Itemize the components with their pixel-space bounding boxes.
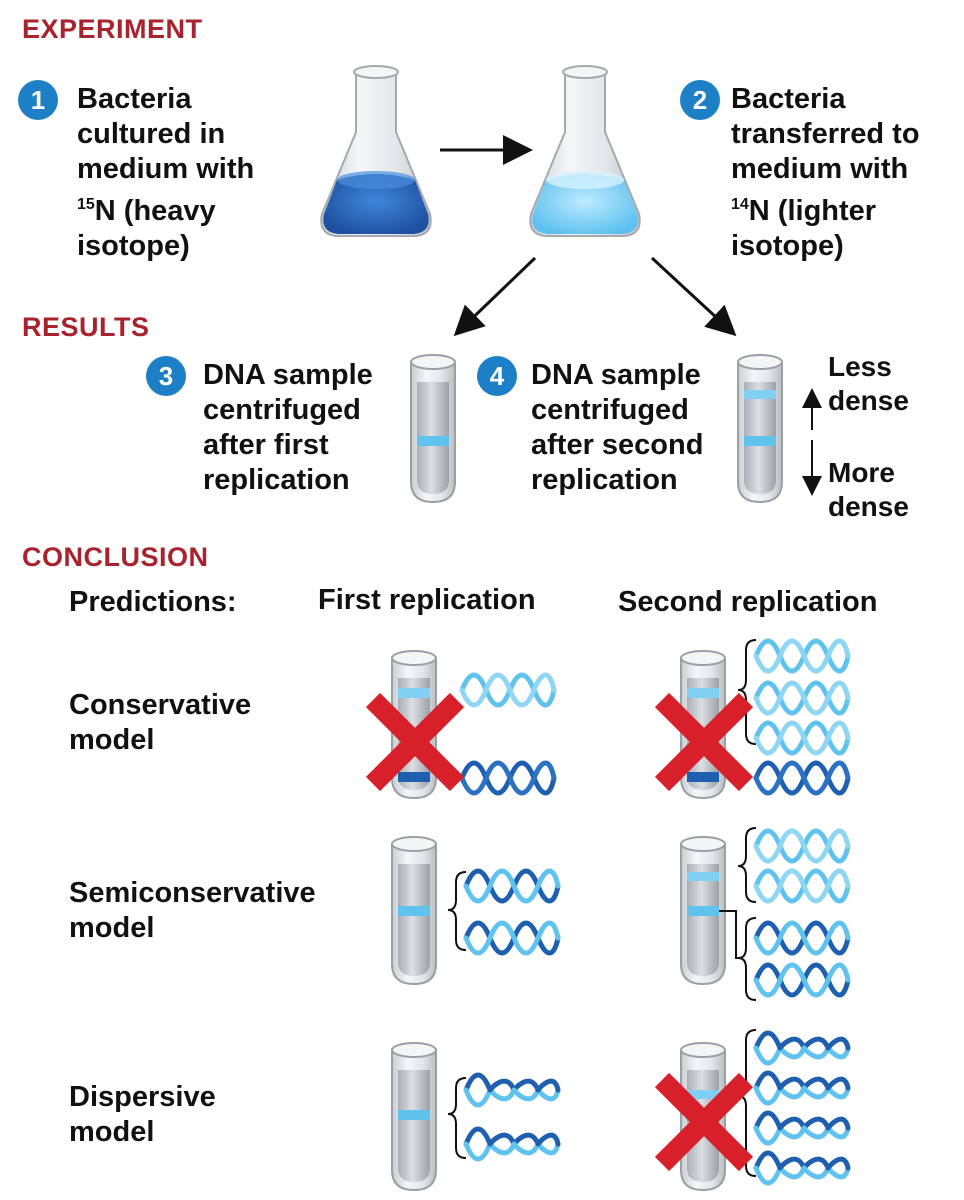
semiconservative-second-band-link	[719, 910, 738, 959]
step-1-line: medium with	[77, 153, 255, 185]
step-1-isotope-text: N (heavy	[94, 195, 216, 227]
conservative-first-heavy-dna	[462, 763, 554, 793]
semiconservative-first-brace	[447, 871, 467, 951]
flask-light-medium	[529, 65, 641, 237]
semiconservative-second-light-dna-1	[756, 831, 848, 861]
more-dense-label: More dense	[828, 456, 909, 524]
dispersive-first-brace	[447, 1077, 467, 1159]
step-4-badge: 4	[477, 356, 517, 396]
step-1-line: isotope)	[77, 230, 190, 262]
step-4-line: after second	[531, 429, 704, 461]
step-1-isotope-mass: 15	[77, 196, 95, 213]
semiconservative-second-light-dna-2	[756, 871, 848, 901]
semiconservative-first-tube	[391, 836, 437, 985]
step-2-badge: 2	[680, 80, 720, 120]
experiment-heading: EXPERIMENT	[22, 14, 203, 44]
arrow-to-first-result	[453, 256, 537, 337]
step-1-text: Bacteria cultured in medium with 15N (he…	[77, 82, 254, 264]
step-3-line: replication	[203, 464, 350, 496]
less-dense-label: Less dense	[828, 350, 909, 418]
step-4-line: centrifuged	[531, 394, 689, 426]
model-label-line: Semiconservative	[69, 877, 316, 909]
step-3-badge: 3	[146, 356, 186, 396]
semiconservative-first-dna-1	[466, 871, 558, 901]
predictions-label: Predictions:	[69, 586, 237, 618]
dispersive-model-label: Dispersive model	[69, 1080, 216, 1150]
step-4-line: DNA sample	[531, 359, 701, 391]
conservative-second-light-dna-3	[756, 723, 848, 753]
conservative-model-label: Conservative model	[69, 688, 251, 758]
dispersive-second-dna-2	[756, 1073, 848, 1103]
step-2-line: transferred to	[731, 118, 920, 150]
semiconservative-second-brace-bottom	[737, 917, 757, 1001]
dispersive-first-dna-1	[466, 1075, 558, 1105]
step-2-text: Bacteria transferred to medium with 14N …	[731, 82, 920, 264]
step-2-isotope-line: 14N (lighter	[731, 187, 920, 229]
dispersive-second-dna-1	[756, 1033, 848, 1063]
density-label-line: dense	[828, 491, 909, 522]
step-2-isotope-mass: 14	[731, 196, 749, 213]
step-1-line: cultured in	[77, 118, 226, 150]
density-label-line: dense	[828, 385, 909, 416]
result-tube-second	[737, 354, 783, 503]
model-label-line: Dispersive	[69, 1081, 216, 1113]
semiconservative-second-tube	[680, 836, 726, 985]
step-3-line: centrifuged	[203, 394, 361, 426]
conservative-second-tube	[680, 650, 726, 799]
step-1-badge: 1	[18, 80, 58, 120]
semiconservative-second-hybrid-dna-1	[756, 923, 848, 953]
step-3-line: DNA sample	[203, 359, 373, 391]
arrow-to-second-result	[650, 256, 737, 337]
dispersive-first-dna-2	[466, 1129, 558, 1159]
conservative-second-brace	[737, 639, 757, 745]
semiconservative-second-brace-top	[737, 827, 757, 903]
conservative-second-light-dna-1	[756, 641, 848, 671]
step-2-isotope-text: N (lighter	[748, 195, 877, 227]
step-2-line: medium with	[731, 153, 909, 185]
dispersive-second-dna-3	[756, 1113, 848, 1143]
semiconservative-first-dna-2	[466, 923, 558, 953]
conservative-second-heavy-dna	[756, 763, 848, 793]
step-3-line: after first	[203, 429, 329, 461]
conclusion-heading: CONCLUSION	[22, 542, 209, 572]
conservative-first-tube	[391, 650, 437, 799]
step-1-isotope-line: 15N (heavy	[77, 187, 254, 229]
step-2-line: isotope)	[731, 230, 844, 262]
step-4-text: DNA sample centrifuged after second repl…	[531, 358, 703, 498]
model-label-line: Conservative	[69, 689, 252, 721]
semiconservative-second-hybrid-dna-2	[756, 965, 848, 995]
density-label-line: Less	[828, 351, 892, 382]
step-2-line: Bacteria	[731, 83, 846, 115]
dispersive-second-tube	[680, 1042, 726, 1191]
semiconservative-model-label: Semiconservative model	[69, 876, 316, 946]
model-label-line: model	[69, 724, 155, 756]
step-1-line: Bacteria	[77, 83, 192, 115]
second-replication-heading: Second replication	[618, 586, 878, 618]
results-heading: RESULTS	[22, 312, 150, 342]
dispersive-second-dna-4	[756, 1153, 848, 1183]
step-4-line: replication	[531, 464, 678, 496]
first-replication-heading: First replication	[318, 584, 536, 616]
dispersive-first-tube	[391, 1042, 437, 1191]
density-label-line: More	[828, 457, 895, 488]
result-tube-first	[410, 354, 456, 503]
model-label-line: model	[69, 912, 155, 944]
step-3-text: DNA sample centrifuged after first repli…	[203, 358, 373, 498]
flask-heavy-medium	[320, 65, 432, 237]
model-label-line: model	[69, 1116, 155, 1148]
conservative-second-light-dna-2	[756, 683, 848, 713]
conservative-first-light-dna	[462, 675, 554, 705]
